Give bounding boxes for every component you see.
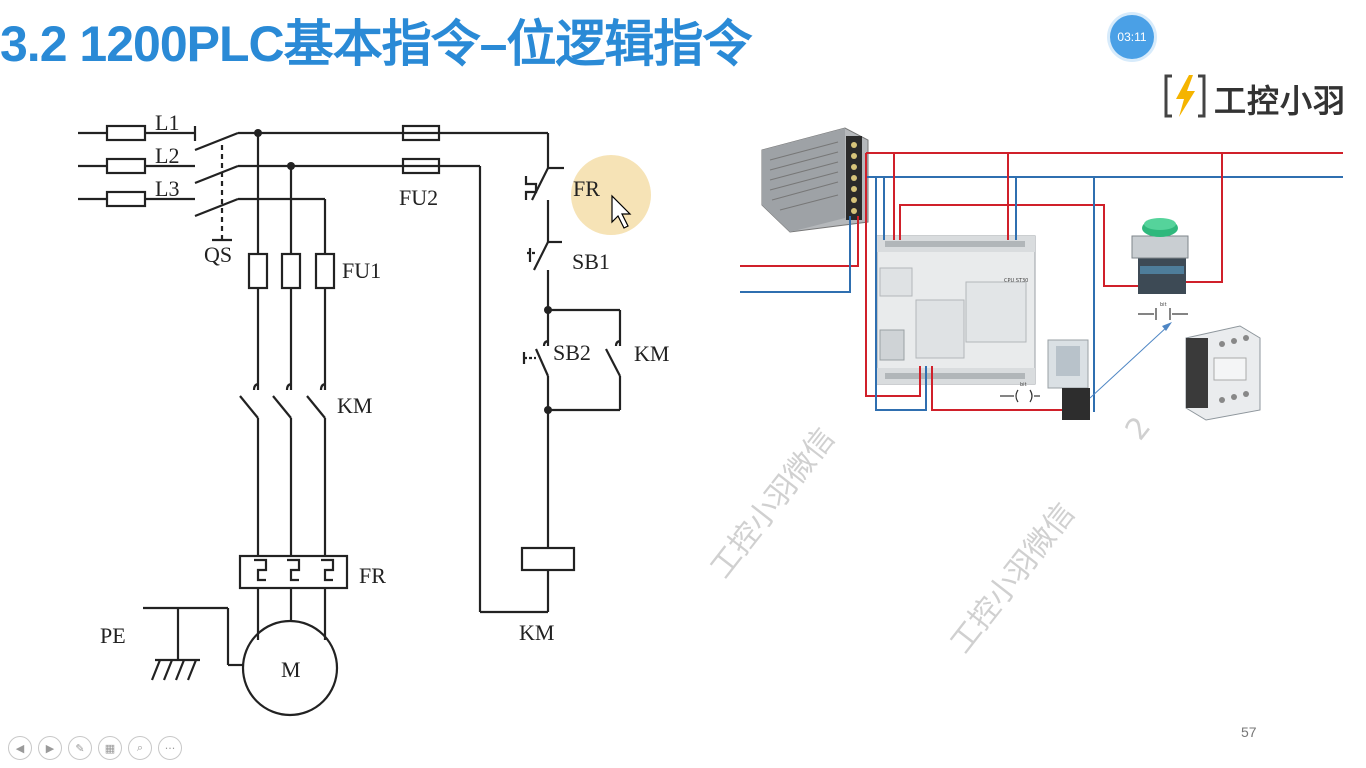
page-number: 57 xyxy=(1241,724,1257,740)
thermal-relay-fr xyxy=(238,554,349,590)
plc-wiring-illustration: 工控小羽微信 工控小羽微信 2 xyxy=(704,127,1343,660)
motor-control-schematic xyxy=(78,124,622,717)
bit-label-coil: bit xyxy=(1020,382,1027,388)
motor-symbol xyxy=(241,619,339,717)
contactor-coil-km xyxy=(520,546,576,572)
label-l2: L2 xyxy=(155,143,179,168)
mouse-cursor-icon xyxy=(611,194,632,229)
power-supply-unit xyxy=(761,127,869,233)
line-fuse-l2 xyxy=(105,157,147,175)
watermark-3: 2 xyxy=(1119,410,1158,447)
label-fr-ctrl: FR xyxy=(573,176,600,201)
label-motor: M xyxy=(281,657,301,682)
label-sb2: SB2 xyxy=(553,340,591,365)
more-options-button[interactable]: ··· xyxy=(158,736,182,760)
line-fuse-l1 xyxy=(105,124,147,142)
label-sb1: SB1 xyxy=(572,249,610,274)
bit-label-contact: bit xyxy=(1160,302,1167,308)
fuse-fu1-a xyxy=(247,252,269,290)
fuse-fu1-b xyxy=(280,252,302,290)
slide-title: 3.2 1200PLC基本指令–位逻辑指令 xyxy=(0,16,752,72)
junction-dots xyxy=(254,129,552,414)
brand-logo-icon xyxy=(1164,74,1206,118)
slideshow-toolbar: ◀▶✎▦⌕··· xyxy=(8,736,182,760)
brand-logo-text: 工控小羽 xyxy=(1214,82,1347,120)
label-km-coil: KM xyxy=(519,620,554,645)
watermark-2: 工控小羽微信 xyxy=(944,497,1082,660)
label-l3: L3 xyxy=(155,176,179,201)
label-km-main: KM xyxy=(337,393,372,418)
relay-component xyxy=(1047,339,1090,420)
no-contact-symbol xyxy=(1138,308,1188,320)
recording-timer: 03:11 xyxy=(1110,15,1154,59)
label-l1: L1 xyxy=(155,110,179,135)
prev-slide-button[interactable]: ◀ xyxy=(8,736,32,760)
label-fr-main: FR xyxy=(359,563,386,588)
slide-overview-button[interactable]: ▦ xyxy=(98,736,122,760)
fuse-fu1-c xyxy=(314,252,336,290)
next-slide-button[interactable]: ▶ xyxy=(38,736,62,760)
plc-model-label: CPU ST30 xyxy=(1004,278,1028,284)
push-button-component xyxy=(1131,218,1189,294)
label-pe: PE xyxy=(100,623,126,648)
line-fuse-l3 xyxy=(105,190,147,208)
label-fu1: FU1 xyxy=(342,258,381,283)
control-fuse-fu2-a xyxy=(401,124,441,142)
watermark-1: 工控小羽微信 xyxy=(704,422,842,585)
label-qs: QS xyxy=(204,242,232,267)
coil-symbol xyxy=(1000,389,1040,403)
contactor-component xyxy=(1185,325,1261,421)
control-fuse-fu2-b xyxy=(401,157,441,175)
label-km-hold: KM xyxy=(634,341,669,366)
zoom-button[interactable]: ⌕ xyxy=(128,736,152,760)
plc-cpu-module: CPU ST30 xyxy=(876,235,1036,385)
cursor-highlight xyxy=(571,155,651,235)
pen-tool-button[interactable]: ✎ xyxy=(68,736,92,760)
label-fu2: FU2 xyxy=(399,185,438,210)
